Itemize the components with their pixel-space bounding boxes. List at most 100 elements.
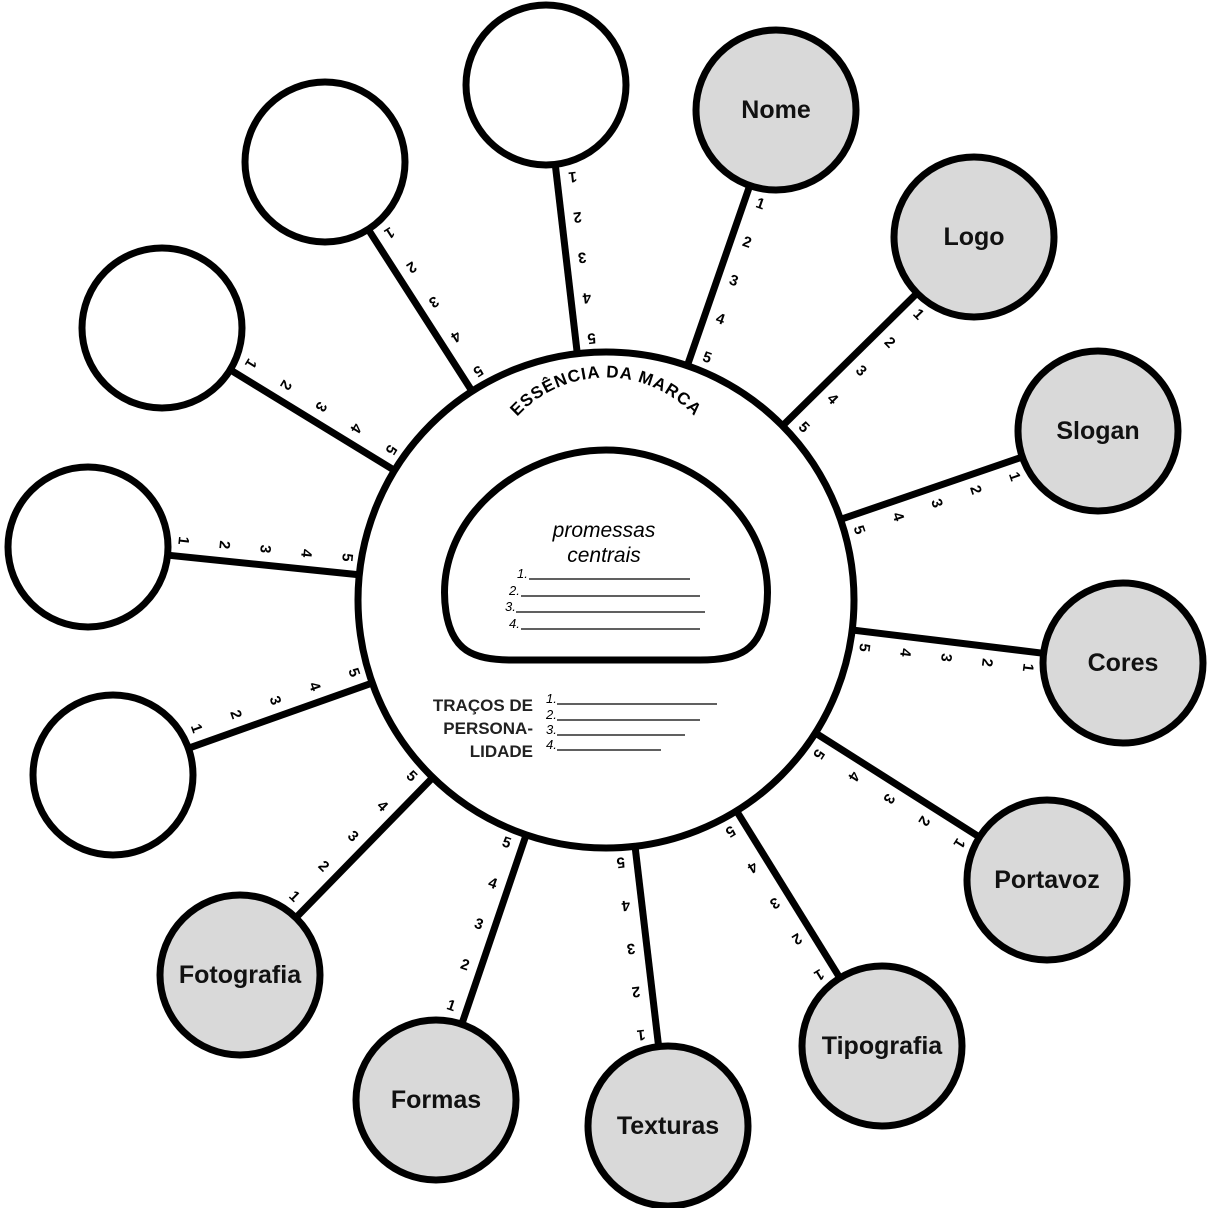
scale-mark-4-2: 2 (966, 483, 985, 496)
scale-mark-7-1: 1 (811, 965, 827, 984)
scale-mark-8-1: 1 (636, 1026, 646, 1044)
promise-number-1: 1. (517, 566, 528, 581)
scale-mark-12-1: 1 (174, 536, 192, 546)
node-cores: Cores (1039, 579, 1207, 747)
node-circle (4, 463, 172, 631)
scale-mark-10-3: 3 (344, 827, 362, 845)
node-circle (1014, 347, 1182, 515)
node-blank-11 (29, 691, 197, 859)
node-slogan: Slogan (1014, 347, 1182, 515)
spoke-5 (849, 626, 1046, 658)
node-circle (584, 1042, 752, 1208)
spokes-layer (165, 162, 1046, 1049)
scale-mark-5-4: 4 (896, 647, 914, 658)
spoke-2 (683, 182, 754, 369)
spoke-7 (732, 807, 844, 982)
node-circle (29, 691, 197, 859)
scale-mark-5-1: 1 (1019, 662, 1037, 672)
node-circle (462, 1, 630, 169)
spoke-8 (631, 843, 663, 1049)
scale-mark-4-3: 3 (927, 497, 946, 510)
scale-mark-6-4: 4 (844, 768, 863, 785)
node-tipografia: Tipografia (798, 962, 966, 1130)
scale-mark-9-5: 5 (500, 834, 513, 853)
node-circle (963, 796, 1131, 964)
node-label: Formas (391, 1086, 481, 1114)
traits-title-line3: LIDADE (470, 742, 533, 761)
node-label: Fotografia (179, 961, 302, 989)
node-label: Logo (943, 223, 1004, 251)
scale-mark-14-1: 1 (381, 223, 397, 242)
trait-number-4: 4. (546, 737, 557, 752)
trait-number-3: 3. (546, 722, 557, 737)
node-circle (890, 153, 1058, 321)
spoke-10 (291, 773, 437, 922)
node-fotografia: Fotografia (156, 891, 324, 1059)
node-blank-1 (462, 1, 630, 169)
node-texturas: Texturas (584, 1042, 752, 1208)
scale-mark-1-5: 5 (586, 329, 596, 347)
scale-mark-10-4: 4 (373, 797, 391, 815)
scale-mark-1-2: 2 (572, 208, 582, 226)
scale-mark-6-3: 3 (879, 790, 898, 806)
scale-mark-12-2: 2 (215, 540, 233, 550)
promise-number-3: 3. (505, 599, 516, 614)
node-portavoz: Portavoz (963, 796, 1131, 964)
node-label: Tipografia (822, 1032, 943, 1060)
node-blank-12 (4, 463, 172, 631)
node-circle (156, 891, 324, 1059)
nodes-layer: NomeLogoSloganCoresPortavozTipografiaTex… (4, 1, 1207, 1208)
node-circle (352, 1016, 520, 1184)
scale-mark-3-1: 1 (909, 305, 927, 323)
scale-mark-13-4: 4 (346, 420, 365, 437)
scale-mark-1-4: 4 (581, 289, 592, 307)
scale-mark-8-2: 2 (631, 982, 641, 1000)
promises-title-line2: centrais (567, 544, 641, 567)
scale-mark-10-5: 5 (403, 767, 421, 785)
scale-mark-3-5: 5 (795, 418, 813, 436)
spoke-11 (185, 678, 376, 753)
scale-mark-7-5: 5 (722, 822, 738, 841)
personality-traits: TRAÇOS DE PERSONA- LIDADE 1. 2. 3. 4. (433, 691, 717, 761)
spoke-1 (551, 162, 582, 357)
node-circle (692, 26, 860, 194)
scale-mark-12-5: 5 (338, 552, 356, 562)
traits-title-line1: TRAÇOS DE (433, 696, 533, 715)
essence-hub: ESSÊNCIA DA MARCA promessas centrais 1. … (354, 348, 858, 852)
promise-number-2: 2. (508, 583, 520, 598)
scale-mark-8-4: 4 (620, 896, 631, 914)
scale-mark-14-2: 2 (403, 258, 419, 277)
scale-mark-11-5: 5 (344, 666, 363, 680)
node-circle (1039, 579, 1207, 747)
scale-mark-2-4: 4 (714, 310, 728, 329)
node-label: Texturas (617, 1112, 719, 1140)
scale-mark-9-4: 4 (486, 874, 500, 893)
scale-mark-13-2: 2 (276, 377, 295, 393)
node-circle (241, 78, 409, 246)
scale-mark-14-5: 5 (470, 361, 486, 380)
scale-mark-13-1: 1 (241, 355, 260, 371)
node-blank-13 (78, 244, 246, 412)
scale-mark-14-3: 3 (426, 292, 442, 311)
scale-mark-7-2: 2 (789, 929, 805, 948)
node-label: Portavoz (994, 866, 1100, 894)
scale-mark-3-3: 3 (852, 362, 870, 380)
scale-mark-10-1: 1 (285, 888, 303, 906)
trait-number-2: 2. (545, 707, 557, 722)
promise-number-4: 4. (509, 616, 520, 631)
scale-mark-2-1: 1 (754, 195, 767, 214)
scale-mark-7-4: 4 (744, 858, 761, 877)
promises-title-line1: promessas (552, 519, 656, 542)
scale-mark-12-4: 4 (297, 548, 315, 559)
scale-mark-12-3: 3 (256, 544, 274, 554)
node-formas: Formas (352, 1016, 520, 1184)
node-logo: Logo (890, 153, 1058, 321)
node-label: Slogan (1056, 417, 1139, 445)
traits-title-line2: PERSONA- (443, 719, 533, 738)
node-nome: Nome (692, 26, 860, 194)
node-label: Cores (1088, 649, 1159, 677)
scale-mark-2-2: 2 (740, 233, 753, 252)
scale-mark-8-5: 5 (616, 853, 626, 871)
